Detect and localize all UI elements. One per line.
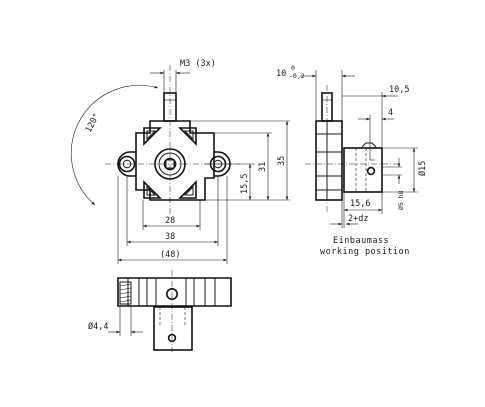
side-view: 10 0 -0,2 10,5 4 Ø15 Ø5 h8 15,6 2+dz Ein… [276, 64, 428, 257]
dim-2dz: 2+dz [348, 214, 368, 224]
dim-15-5: 15,5 [240, 174, 250, 194]
side-adapter [343, 147, 383, 193]
bottom-view: Ø4,4 [88, 270, 232, 352]
side-housing [315, 120, 343, 201]
dim-4: 4 [388, 108, 393, 118]
angle-arc [71, 85, 159, 206]
dim-tol-lower: -0,2 [289, 72, 305, 80]
bottom-body [117, 277, 232, 307]
dim-dia5: Ø5 h8 [397, 190, 405, 210]
dim-dia15: Ø15 [417, 161, 428, 176]
dim-10: 10 [276, 69, 286, 79]
dim-48: (48) [160, 250, 180, 260]
front-view: 120° M3 (3x) 28 38 (48) 15,5 31 35 [71, 59, 290, 264]
dim-28: 28 [165, 216, 175, 226]
dim-15-6: 15,6 [350, 199, 370, 209]
dim-35: 35 [277, 156, 287, 166]
dim-dia4-4: Ø4,4 [88, 321, 108, 332]
mount-label-en: working position [320, 247, 410, 257]
angle-label: 120° [84, 112, 102, 135]
thread-label: M3 (3x) [180, 59, 216, 69]
dim-31: 31 [258, 162, 268, 172]
dim-tol-upper: 0 [291, 64, 295, 72]
dim-38: 38 [165, 232, 175, 242]
mount-label-de: Einbaumass [333, 236, 389, 246]
dim-10-5: 10,5 [389, 85, 409, 95]
bottom-adapter [153, 306, 193, 351]
